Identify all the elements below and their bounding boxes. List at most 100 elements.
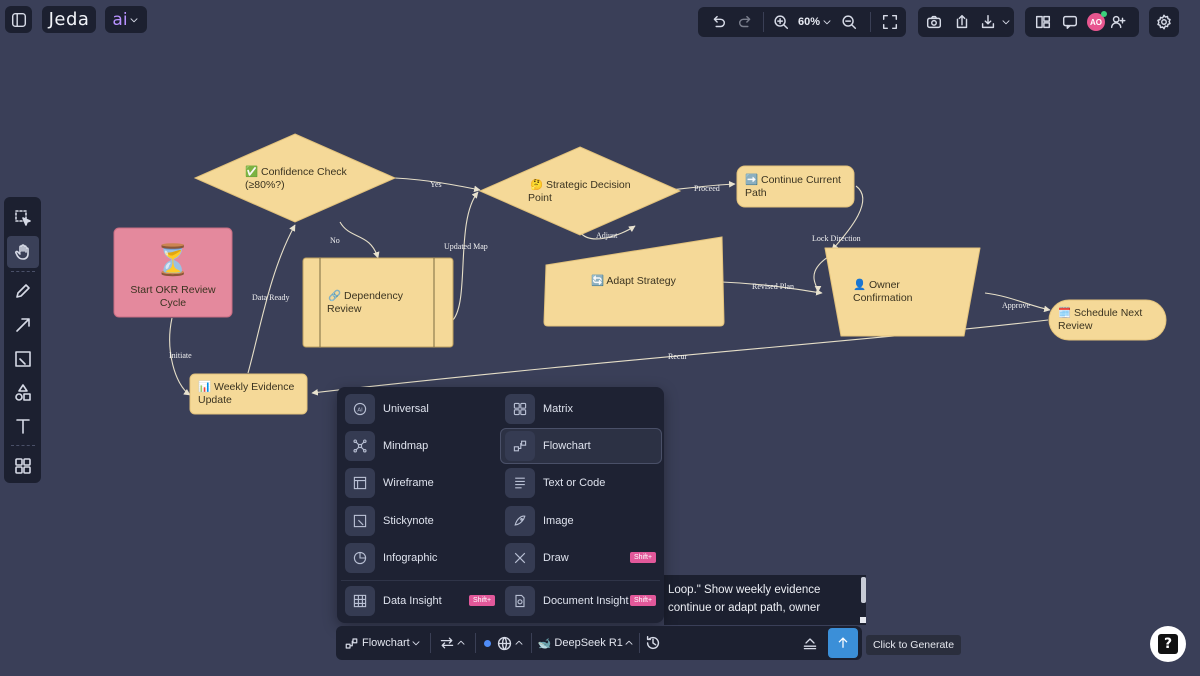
settings-button[interactable] xyxy=(1149,7,1179,37)
sidebar-toggle-button[interactable] xyxy=(5,6,32,33)
option-draw[interactable]: Draw xyxy=(501,541,659,575)
node-start[interactable]: ⏳ Start OKR Review Cycle xyxy=(113,227,233,318)
fit-screen-button[interactable] xyxy=(877,13,903,31)
option-label: Matrix xyxy=(543,403,573,415)
ai-icon: AI xyxy=(345,394,375,424)
node-schedule-line2: Review xyxy=(1058,320,1093,332)
option-document-insight[interactable]: Document Insight xyxy=(501,584,659,618)
help-button[interactable]: ? xyxy=(1150,626,1186,662)
prompt-input[interactable]: Loop." Show weekly evidence continue or … xyxy=(664,575,866,625)
upload-button[interactable] xyxy=(948,13,976,31)
pen-icon xyxy=(15,284,30,299)
edge-label-recur: Recur xyxy=(668,352,687,361)
edit-toolbar: 60% xyxy=(698,7,906,37)
divider xyxy=(429,633,431,653)
export-toolbar xyxy=(918,7,1014,37)
arrow-tool[interactable] xyxy=(7,309,39,341)
collapse-icon xyxy=(803,638,817,650)
resize-handle[interactable] xyxy=(860,617,866,623)
download-icon xyxy=(981,14,995,29)
ai-menu-button[interactable]: ai xyxy=(105,6,147,33)
chevron-up-icon xyxy=(455,637,467,649)
option-wireframe[interactable]: Wireframe xyxy=(341,466,497,500)
option-infographic[interactable]: Infographic xyxy=(341,541,497,575)
model-selector[interactable]: 🐋 DeepSeek R1 xyxy=(538,637,635,650)
chevron-down-icon[interactable] xyxy=(1000,16,1012,28)
web-search-toggle[interactable] xyxy=(483,635,525,652)
option-label: Image xyxy=(543,515,574,527)
option-universal[interactable]: AI Universal xyxy=(341,392,497,426)
zoom-in-button[interactable] xyxy=(768,13,794,31)
option-text-code[interactable]: Text or Code xyxy=(501,466,659,500)
node-schedule-review[interactable]: 🗓️ Schedule Next Review xyxy=(1048,299,1167,341)
option-data-insight[interactable]: Data Insight xyxy=(341,584,497,618)
edge-label-data-ready: Data Ready xyxy=(252,293,290,302)
option-label: Draw xyxy=(543,552,569,564)
avatar[interactable]: AO xyxy=(1087,11,1107,31)
edge-start-weekly xyxy=(169,317,191,396)
undo-button[interactable] xyxy=(703,13,733,31)
redo-button[interactable] xyxy=(733,13,759,31)
pen-tool[interactable] xyxy=(7,276,39,308)
shapes-tool[interactable] xyxy=(7,377,39,409)
swap-icon xyxy=(439,635,455,651)
option-label: Flowchart xyxy=(543,440,591,452)
screenshot-button[interactable] xyxy=(920,13,948,31)
option-stickynote[interactable]: Stickynote xyxy=(341,504,497,538)
swap-selector[interactable] xyxy=(439,635,467,651)
option-matrix[interactable]: Matrix xyxy=(501,392,659,426)
generate-button[interactable] xyxy=(828,628,858,658)
templates-tool[interactable] xyxy=(7,450,39,482)
option-label: Wireframe xyxy=(383,477,434,489)
node-strategic-decision[interactable]: 🤔 Strategic Decision Point xyxy=(478,146,682,236)
chevron-down-icon[interactable] xyxy=(820,16,834,28)
node-weekly-line1: 📊 Weekly Evidence xyxy=(198,380,294,393)
generate-tooltip: Click to Generate xyxy=(866,635,961,655)
select-tool[interactable] xyxy=(7,202,39,234)
chevron-down-icon xyxy=(128,14,140,26)
download-button[interactable] xyxy=(976,13,1000,31)
history-button[interactable] xyxy=(644,634,662,652)
invite-user-button[interactable] xyxy=(1105,13,1131,31)
hand-tool[interactable] xyxy=(6,235,39,268)
option-mindmap[interactable]: Mindmap xyxy=(341,429,497,463)
node-dependency-review[interactable]: 🔗 Dependency Review xyxy=(302,257,454,348)
node-confidence-check[interactable]: ✅ Confidence Check (≥80%?) xyxy=(193,133,397,223)
mode-selector[interactable]: Flowchart xyxy=(344,636,422,651)
upload-icon xyxy=(956,14,968,29)
zoom-out-button[interactable] xyxy=(834,13,864,31)
option-image[interactable]: Image xyxy=(501,504,659,538)
edge-continue-owner xyxy=(831,185,864,251)
model-label: DeepSeek R1 xyxy=(554,637,623,649)
node-weekly-evidence[interactable]: 📊 Weekly Evidence Update xyxy=(189,373,308,415)
comments-button[interactable] xyxy=(1057,13,1083,31)
edge-label-revised-plan: Revised Plan xyxy=(752,282,794,291)
mode-label: Flowchart xyxy=(362,637,410,649)
zoom-level[interactable]: 60% xyxy=(798,16,821,28)
text-tool[interactable] xyxy=(7,411,39,443)
node-continue-path[interactable]: ➡️ Continue Current Path xyxy=(736,165,855,208)
scrollbar[interactable] xyxy=(861,577,866,603)
node-start-line2: Cycle xyxy=(160,297,186,309)
node-confidence-line2: (≥80%?) xyxy=(245,179,285,191)
option-label: Data Insight xyxy=(383,595,442,607)
node-owner-confirmation[interactable]: 👤 Owner Confirmation xyxy=(824,247,981,337)
node-confidence-line1: ✅ Confidence Check xyxy=(245,165,348,178)
node-continue-line1: ➡️ Continue Current xyxy=(745,173,841,186)
panels-button[interactable] xyxy=(1029,13,1057,31)
data-insight-icon xyxy=(345,586,375,616)
logo-button[interactable]: Jeda xyxy=(42,6,96,33)
edge-label-initiate: Initiate xyxy=(169,351,192,360)
fullscreen-icon xyxy=(883,14,898,30)
node-adapt-strategy[interactable]: 🔄 Adapt Strategy xyxy=(543,236,725,327)
collapse-button[interactable] xyxy=(802,635,818,651)
option-flowchart[interactable]: Flowchart xyxy=(500,428,662,464)
edge-label-approve: Approve xyxy=(1002,301,1030,310)
flowchart-icon xyxy=(505,431,535,461)
edge-label-no: No xyxy=(330,236,340,245)
grid-icon xyxy=(14,458,31,474)
stickynote-tool[interactable] xyxy=(7,343,39,375)
node-owner-line2: Confirmation xyxy=(853,292,913,304)
edge-label-lock-direction: Lock Direction xyxy=(812,234,861,243)
